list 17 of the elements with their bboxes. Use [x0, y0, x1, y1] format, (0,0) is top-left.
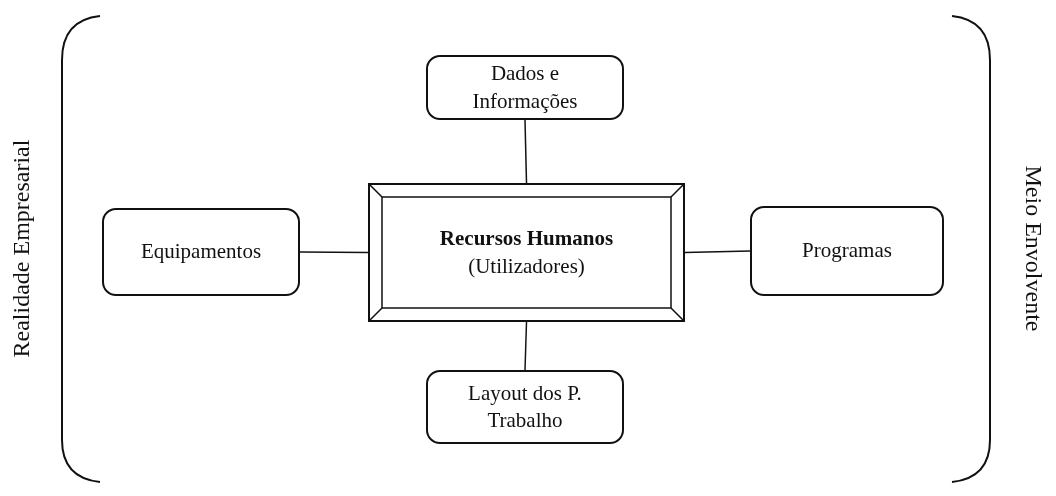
box-label: Dados e Informações: [471, 60, 579, 115]
connector-line: [299, 251, 369, 254]
rounded-box: [102, 208, 300, 296]
side-label: Meio Envolvente: [1020, 165, 1048, 331]
beveled-frame-box: [368, 183, 685, 322]
box-label: Layout dos P. Trabalho: [467, 379, 583, 434]
box-label: (Utilizadores): [468, 252, 585, 280]
box-label: Equipamentos: [140, 238, 262, 266]
rounded-box: [426, 55, 624, 120]
connector-line: [524, 119, 528, 184]
connector-line: [684, 250, 751, 254]
connector-line: [524, 321, 528, 371]
rounded-box: [426, 370, 624, 444]
side-label: Realidade Empresarial: [8, 139, 36, 357]
box-heading: Recursos Humanos: [439, 225, 614, 253]
rounded-box: [750, 206, 944, 296]
box-label: Programas: [802, 237, 892, 265]
